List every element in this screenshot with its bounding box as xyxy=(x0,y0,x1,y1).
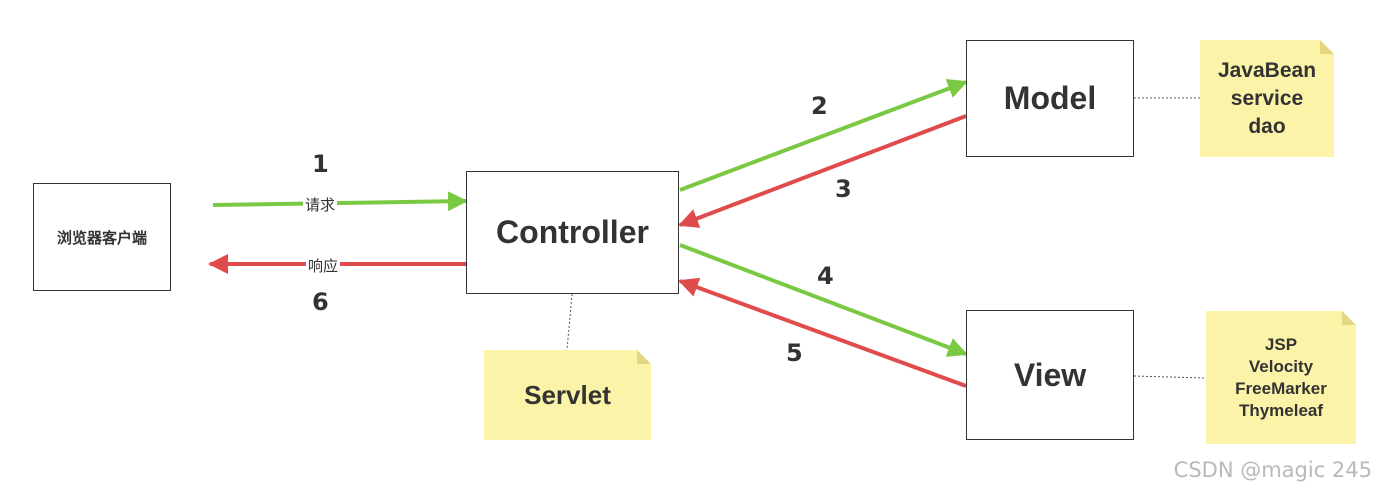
view-note-item: Thymeleaf xyxy=(1238,400,1324,420)
model-components-note: JavaBean service dao xyxy=(1200,40,1334,157)
servlet-connector xyxy=(566,293,573,351)
servlet-note-label: Servlet xyxy=(524,379,611,410)
model-note-item: dao xyxy=(1248,114,1286,138)
watermark: CSDN @magic 245 xyxy=(1173,458,1372,482)
view-note-item: JSP xyxy=(1264,334,1298,354)
servlet-note: Servlet xyxy=(484,350,651,440)
view-note-item: FreeMarker xyxy=(1235,378,1327,398)
arrow-model-to-controller xyxy=(678,114,967,228)
arrow-view-to-controller xyxy=(678,277,967,388)
arrow-controller-to-model xyxy=(679,79,968,192)
step-number-6: 6 xyxy=(312,288,329,316)
view-note-connector xyxy=(1133,375,1207,379)
step-number-3: 3 xyxy=(835,175,852,203)
arrow-request xyxy=(212,191,468,212)
model-node: Model xyxy=(966,40,1134,157)
model-label: Model xyxy=(1003,80,1097,116)
controller-node: Controller xyxy=(466,171,679,294)
view-label: View xyxy=(1013,356,1087,393)
step-number-5: 5 xyxy=(786,339,803,367)
view-note-item: Velocity xyxy=(1248,356,1314,376)
model-note-item: JavaBean xyxy=(1217,58,1317,82)
arrow-controller-to-view xyxy=(679,243,968,357)
view-technologies-note: JSP Velocity FreeMarker Thymeleaf xyxy=(1206,311,1356,444)
view-node: View xyxy=(966,310,1134,440)
controller-label: Controller xyxy=(496,214,649,250)
model-note-item: service xyxy=(1230,86,1304,110)
response-label: 响应 xyxy=(306,255,341,276)
step-number-2: 2 xyxy=(811,92,828,120)
step-number-4: 4 xyxy=(817,262,834,290)
browser-client-label: 浏览器客户端 xyxy=(56,229,147,247)
step-number-1: 1 xyxy=(312,150,329,178)
request-label: 请求 xyxy=(303,194,338,215)
browser-client-node: 浏览器客户端 xyxy=(33,183,171,291)
